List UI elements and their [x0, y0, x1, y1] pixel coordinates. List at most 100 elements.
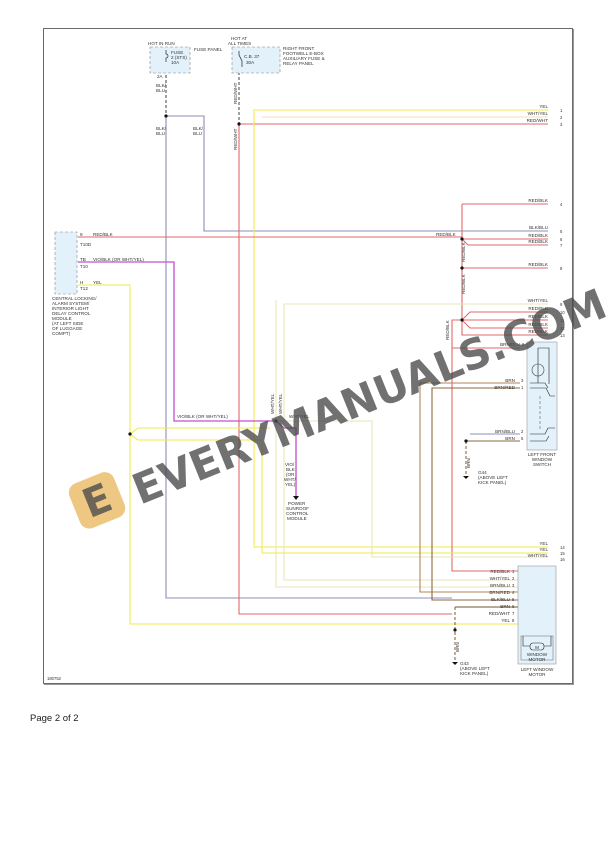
svg-text:BLU: BLU [193, 131, 202, 136]
svg-text:RED/BLK: RED/BLK [490, 569, 511, 574]
svg-text:YEL: YEL [539, 547, 548, 552]
svg-text:RED/WHT: RED/WHT [489, 611, 511, 616]
page-number: Page 2 of 2 [30, 713, 79, 724]
svg-text:1: 1 [512, 569, 515, 574]
svg-text:2: 2 [560, 115, 563, 120]
svg-text:6: 6 [560, 237, 563, 242]
svg-text:BRN: BRN [505, 436, 515, 441]
svg-text:SWITCH: SWITCH [533, 462, 551, 467]
svg-text:VIO/BLK (OR WHT/YEL): VIO/BLK (OR WHT/YEL) [177, 414, 228, 419]
svg-text:BRN: BRN [466, 458, 471, 468]
svg-text:FOOTWELL E-BOX: FOOTWELL E-BOX [283, 51, 324, 56]
svg-text:12: 12 [560, 326, 565, 331]
svg-text:WHT/YEL: WHT/YEL [528, 111, 549, 116]
central-locking-module: 9 RED/BLK T10D TB VIO/BLK (OR WHT/YEL) T… [52, 231, 144, 336]
svg-text:FUSE PANEL: FUSE PANEL [194, 47, 223, 52]
svg-text:WINDOW: WINDOW [527, 652, 548, 657]
svg-text:G44: G44 [478, 470, 487, 475]
svg-text:POWER: POWER [288, 501, 306, 506]
svg-text:BLK/: BLK/ [193, 126, 204, 131]
svg-text:MOTOR: MOTOR [528, 672, 546, 677]
svg-text:RELAY PANEL: RELAY PANEL [283, 61, 314, 66]
svg-text:CONTROL: CONTROL [286, 511, 309, 516]
svg-text:M: M [535, 645, 539, 650]
fuse-panel: HOT IN RUN FUSE 2 (STS) 10A FUSE PANEL 2… [148, 41, 223, 136]
svg-text:BRN: BRN [505, 378, 515, 383]
svg-text:3: 3 [521, 378, 524, 383]
svg-text:RED/WHT: RED/WHT [527, 118, 549, 123]
svg-text:YEL: YEL [539, 104, 548, 109]
svg-text:INTERIOR LIGHT: INTERIOR LIGHT [52, 306, 89, 311]
svg-text:BRN: BRN [500, 604, 510, 609]
svg-text:RED/BLK: RED/BLK [528, 322, 549, 327]
svg-text:TB: TB [80, 257, 86, 262]
svg-text:DELAY CONTROL: DELAY CONTROL [52, 311, 91, 316]
svg-text:YEL: YEL [93, 280, 102, 285]
svg-text:BLK/BLU: BLK/BLU [491, 597, 510, 602]
svg-text:YEL: YEL [501, 618, 510, 623]
svg-text:RED/BLK: RED/BLK [528, 239, 549, 244]
ground-g43: BRN G43 (ABOVE LEFT KICK PANEL) [452, 642, 490, 676]
svg-text:RED/BLK: RED/BLK [528, 314, 549, 319]
svg-text:5: 5 [560, 229, 563, 234]
svg-text:7: 7 [560, 243, 563, 248]
svg-text:RED/BLK: RED/BLK [528, 233, 549, 238]
svg-text:RED/BLK: RED/BLK [93, 232, 114, 237]
svg-text:BRN/BLU: BRN/BLU [495, 429, 515, 434]
svg-text:30A: 30A [246, 60, 255, 65]
svg-text:SUNROOF: SUNROOF [286, 506, 309, 511]
svg-text:RED/BLK: RED/BLK [445, 319, 450, 340]
svg-text:BLK/: BLK/ [156, 126, 167, 131]
sunroof-control-module: POWER SUNROOF CONTROL MODULE [286, 496, 309, 521]
svg-text:RED/BLK: RED/BLK [436, 232, 457, 237]
svg-text:MODULE: MODULE [52, 316, 72, 321]
svg-text:BLU: BLU [156, 131, 165, 136]
svg-text:5: 5 [521, 436, 524, 441]
svg-text:(ABOVE LEFT: (ABOVE LEFT [478, 475, 508, 480]
svg-text:14: 14 [560, 545, 565, 550]
diagram-frame [43, 28, 573, 684]
svg-text:H: H [80, 280, 83, 285]
svg-text:MOTOR: MOTOR [528, 657, 546, 662]
svg-text:G43: G43 [460, 661, 469, 666]
svg-text:2A: 2A [157, 74, 164, 79]
svg-text:(OR: (OR [286, 472, 295, 477]
svg-text:5: 5 [512, 597, 515, 602]
svg-text:COMPT): COMPT) [52, 331, 71, 336]
svg-text:ALL TIMES: ALL TIMES [228, 41, 251, 46]
svg-text:(ABOVE LEFT: (ABOVE LEFT [460, 666, 490, 671]
svg-text:BRN/RED: BRN/RED [489, 590, 510, 595]
svg-text:FUSE: FUSE [171, 50, 183, 55]
svg-text:YEL): YEL) [285, 482, 296, 487]
svg-text:6: 6 [512, 604, 515, 609]
svg-text:8: 8 [512, 618, 515, 623]
svg-text:LEFT FRONT: LEFT FRONT [528, 452, 556, 457]
svg-text:T12: T12 [80, 286, 88, 291]
svg-text:RED/WHT: RED/WHT [233, 128, 238, 150]
svg-text:VIO/: VIO/ [285, 462, 295, 467]
svg-text:7: 7 [512, 611, 515, 616]
svg-text:RIGHT FRONT: RIGHT FRONT [283, 46, 314, 51]
svg-text:15: 15 [560, 551, 565, 556]
ground-g44: BRN G44 (ABOVE LEFT KICK PANEL) [463, 458, 508, 485]
svg-text:WINDOW: WINDOW [532, 457, 553, 462]
svg-text:WHT/YEL: WHT/YEL [289, 414, 310, 419]
svg-text:ALARM SYSTEM/: ALARM SYSTEM/ [52, 301, 90, 306]
svg-text:4: 4 [512, 590, 515, 595]
svg-text:BRN/BLU: BRN/BLU [500, 342, 520, 347]
svg-text:BLU: BLU [156, 88, 165, 93]
svg-text:1: 1 [521, 385, 524, 390]
svg-text:RED/WHT: RED/WHT [233, 82, 238, 104]
svg-text:T10: T10 [80, 264, 88, 269]
svg-text:WHT/YEL: WHT/YEL [528, 553, 549, 558]
svg-text:WHT/YEL: WHT/YEL [528, 298, 549, 303]
hot-in-run-label: HOT IN RUN [148, 41, 175, 46]
svg-text:OF LUGGAGE: OF LUGGAGE [52, 326, 82, 331]
svg-text:13: 13 [560, 333, 565, 338]
svg-text:RED/BLK: RED/BLK [528, 329, 549, 334]
svg-text:2: 2 [521, 429, 524, 434]
svg-text:RED/BLK: RED/BLK [461, 273, 466, 294]
svg-text:MODULE: MODULE [287, 516, 307, 521]
svg-text:VIO/BLK (OR WHT/YEL): VIO/BLK (OR WHT/YEL) [93, 257, 144, 262]
